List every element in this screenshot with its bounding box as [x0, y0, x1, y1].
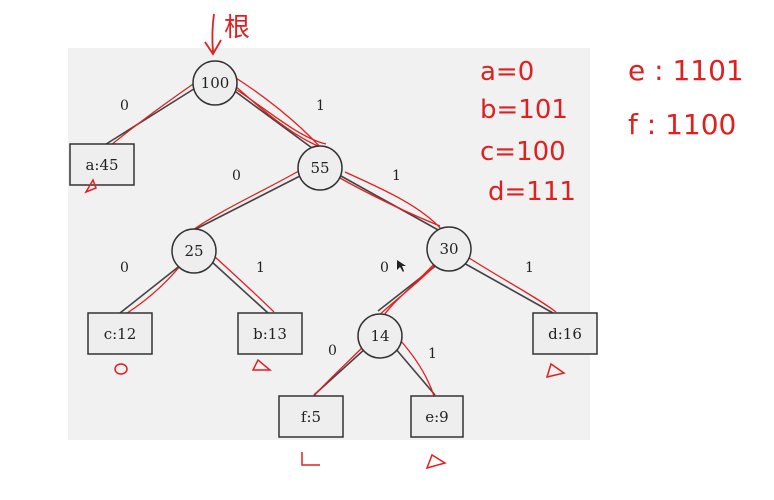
- trace-30-d: [465, 255, 557, 313]
- leaf-f-label: f:5: [301, 408, 321, 426]
- triangle-mark-icon-a: [84, 178, 97, 194]
- triangle-mark-icon-b: [251, 358, 273, 371]
- node-55-circle: [297, 145, 343, 191]
- edge-labels: 0 1 0 1 0 1 0 1 0 1: [120, 98, 534, 362]
- node-25-label: 25: [184, 242, 203, 260]
- edge-label-14-f: 0: [328, 343, 337, 359]
- leaf-b-box: [237, 312, 303, 355]
- trace-55-30-2: [339, 177, 441, 227]
- edge-label-30-d: 1: [525, 260, 534, 276]
- node-14-circle: [357, 313, 403, 359]
- leaf-c-label: c:12: [104, 325, 137, 343]
- triangle-mark-icon-e: [425, 453, 447, 470]
- leaf-e-box: [410, 395, 464, 438]
- edge-label-55-30: 1: [392, 168, 401, 184]
- trace-55-30-1: [344, 171, 443, 231]
- trace-55-25: [189, 167, 305, 233]
- node-100-circle: [192, 60, 238, 106]
- edge-55-25: [191, 175, 301, 232]
- code-b: b=101: [480, 95, 568, 125]
- trace-100-a: [104, 79, 200, 151]
- node-55-label: 55: [310, 159, 329, 177]
- node-25-circle: [171, 228, 217, 274]
- corner-mark-icon-f: [301, 452, 320, 466]
- code-a: a=0: [480, 57, 534, 87]
- edge-label-55-25: 0: [232, 168, 241, 184]
- leaf-b-label: b:13: [253, 325, 287, 343]
- leaf-marks: [84, 178, 566, 470]
- edge-30-d: [461, 261, 554, 314]
- edge-label-25-c: 0: [120, 260, 129, 276]
- leaf-nodes: a:45 c:12 b:13 d:16 f:5 e:9: [69, 143, 598, 438]
- leaf-f-box: [278, 395, 344, 438]
- edge-14-e: [394, 347, 436, 396]
- code-f: f : 1100: [628, 108, 736, 141]
- edge-label-100-55: 1: [316, 98, 325, 114]
- root-marker-text: 根: [224, 13, 250, 43]
- leaf-d-box: [532, 312, 598, 355]
- edge-55-30: [340, 175, 441, 232]
- node-14-label: 14: [370, 327, 389, 345]
- edge-label-100-a: 0: [120, 98, 129, 114]
- red-path-traces: [104, 77, 557, 399]
- node-30-circle: [426, 226, 472, 272]
- leaf-e-label: e:9: [425, 408, 448, 426]
- edge-25-c: [119, 263, 183, 314]
- trace-100-55-1: [235, 77, 324, 151]
- edge-label-25-b: 1: [256, 260, 265, 276]
- internal-nodes: 100 55 25 30 14: [171, 60, 472, 359]
- trace-14-e: [399, 339, 435, 397]
- leaf-d-label: d:16: [548, 325, 582, 343]
- edge-25-b: [211, 261, 269, 314]
- trace-100-55-3: [236, 89, 327, 145]
- trace-25-b: [213, 255, 275, 313]
- edge-100-55: [231, 88, 313, 149]
- leaf-a-box: [69, 143, 135, 186]
- edge-label-30-14: 0: [380, 260, 389, 276]
- edge-label-14-e: 1: [428, 346, 437, 362]
- node-100-label: 100: [201, 74, 230, 92]
- handwritten-codes: a=0 b=101 c=100 d=111 e : 1101 f : 1100: [480, 54, 744, 207]
- triangle-mark-icon-d: [545, 362, 566, 379]
- circle-mark-icon-c: [114, 363, 128, 375]
- leaf-a-label: a:45: [85, 156, 118, 174]
- node-30-label: 30: [439, 240, 458, 258]
- root-marker: 根: [204, 13, 250, 56]
- mouse-cursor-icon: [397, 260, 406, 272]
- trace-100-55-2: [232, 83, 319, 147]
- code-d: d=111: [488, 177, 576, 207]
- code-c: c=100: [480, 137, 566, 167]
- code-e: e : 1101: [628, 54, 744, 87]
- root-arrow-icon: [204, 13, 222, 56]
- leaf-c-box: [87, 312, 153, 355]
- tree-edges: [102, 86, 554, 396]
- edge-100-a: [102, 86, 198, 147]
